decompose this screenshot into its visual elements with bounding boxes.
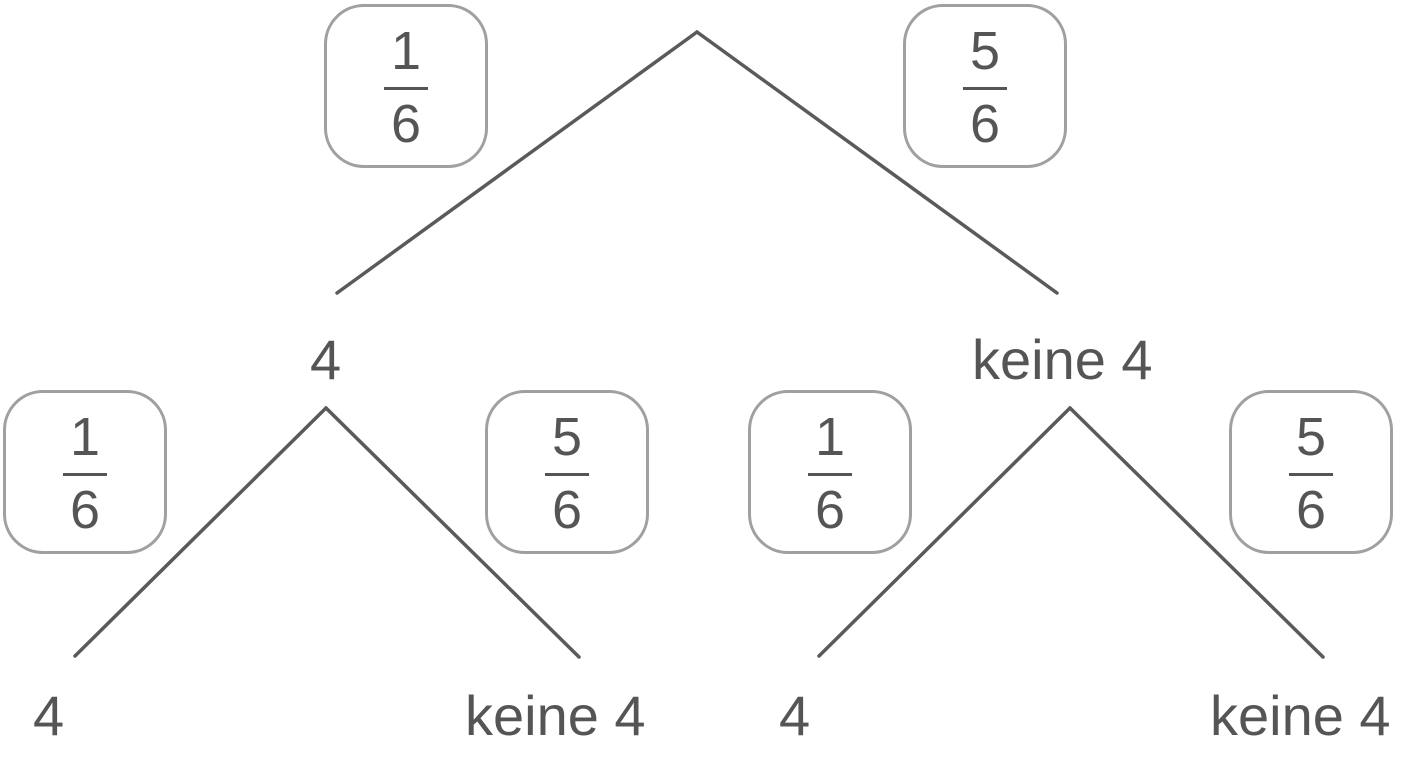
probability-box-keine4-left: 1 6 bbox=[748, 390, 912, 554]
numerator: 1 bbox=[69, 407, 101, 467]
numerator: 5 bbox=[969, 21, 1001, 81]
probability-box-root-right: 5 6 bbox=[903, 4, 1067, 168]
fraction: 1 6 bbox=[751, 407, 909, 540]
branch-root-left bbox=[335, 30, 699, 295]
node-level1-keine-4: keine 4 bbox=[972, 328, 1153, 391]
numerator: 5 bbox=[1295, 407, 1327, 467]
node-level2-4-keine-4: keine 4 bbox=[465, 684, 646, 747]
probability-box-root-left: 1 6 bbox=[324, 4, 488, 168]
denominator: 6 bbox=[1295, 480, 1327, 540]
denominator: 6 bbox=[551, 480, 583, 540]
probability-box-keine4-right: 5 6 bbox=[1229, 390, 1393, 554]
node-level2-keine4-keine-4: keine 4 bbox=[1210, 684, 1391, 747]
node-level1-4: 4 bbox=[310, 328, 342, 391]
branch-root-right bbox=[695, 30, 1059, 295]
denominator: 6 bbox=[814, 480, 846, 540]
probability-box-4-right: 5 6 bbox=[485, 390, 649, 554]
denominator: 6 bbox=[390, 94, 422, 154]
fraction: 1 6 bbox=[327, 21, 485, 154]
numerator: 1 bbox=[814, 407, 846, 467]
numerator: 1 bbox=[390, 21, 422, 81]
fraction-bar bbox=[808, 473, 852, 476]
branch-keine4-left bbox=[817, 406, 1072, 658]
denominator: 6 bbox=[69, 480, 101, 540]
fraction: 5 6 bbox=[488, 407, 646, 540]
fraction-bar bbox=[63, 473, 107, 476]
denominator: 6 bbox=[969, 94, 1001, 154]
fraction-bar bbox=[963, 87, 1007, 90]
probability-box-4-left: 1 6 bbox=[3, 390, 167, 554]
fraction-bar bbox=[545, 473, 589, 476]
numerator: 5 bbox=[551, 407, 583, 467]
branch-4-left bbox=[73, 406, 328, 658]
fraction: 5 6 bbox=[906, 21, 1064, 154]
node-level2-4-4: 4 bbox=[33, 684, 65, 747]
fraction: 1 6 bbox=[6, 407, 164, 540]
branch-4-right bbox=[324, 406, 581, 659]
branch-keine4-right bbox=[1068, 406, 1325, 659]
fraction: 5 6 bbox=[1232, 407, 1390, 540]
fraction-bar bbox=[1289, 473, 1333, 476]
node-level2-keine4-4: 4 bbox=[779, 684, 811, 747]
fraction-bar bbox=[384, 87, 428, 90]
